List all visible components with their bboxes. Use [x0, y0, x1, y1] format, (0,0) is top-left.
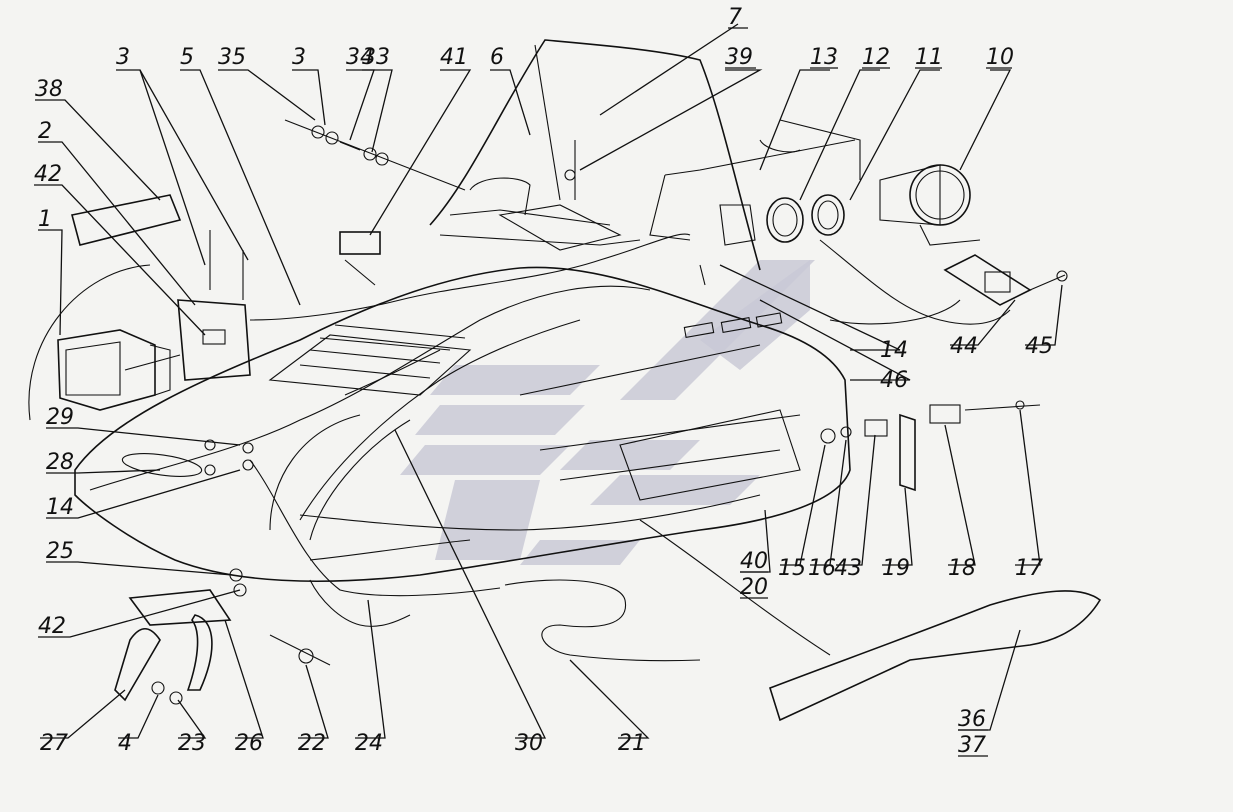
callout-19: 19 — [882, 556, 910, 581]
callout-45: 45 — [1025, 334, 1053, 359]
callout-labels: 7 39 13 12 11 10 6 41 33 34 3 35 5 3 38 … — [34, 5, 1053, 758]
switch-assembly — [943, 254, 1068, 306]
callout-5: 5 — [180, 45, 194, 70]
callout-3: 3 — [116, 45, 130, 70]
callout-6: 6 — [490, 45, 504, 70]
callout-18: 18 — [948, 556, 976, 581]
callout-7: 7 — [728, 5, 742, 30]
callout-21: 21 — [618, 731, 646, 756]
callout-41: 41 — [440, 45, 468, 70]
callout-38: 38 — [35, 77, 63, 102]
callout-29: 29 — [46, 405, 74, 430]
front-bracket — [114, 589, 232, 702]
callout-20: 20 — [740, 575, 768, 600]
fasteners — [151, 119, 1041, 705]
callout-4: 4 — [118, 731, 132, 756]
label-plate — [339, 231, 381, 286]
callout-25: 25 — [46, 539, 74, 564]
callout-23: 23 — [178, 731, 206, 756]
callout-17: 17 — [1015, 556, 1043, 581]
callout-12: 12 — [862, 45, 890, 70]
callout-28: 28 — [46, 450, 74, 475]
callout-44: 44 — [950, 334, 978, 359]
callout-46: 46 — [880, 368, 908, 393]
dash-bracket — [498, 139, 856, 251]
headlamp-assembly — [57, 299, 251, 411]
watermark-logo — [400, 260, 815, 565]
callout-14: 14 — [46, 495, 74, 520]
callout-34: 34 — [346, 45, 374, 70]
callout-1: 1 — [38, 207, 52, 232]
callout-30: 30 — [515, 731, 543, 756]
callout-24: 24 — [355, 731, 383, 756]
callout-33: 33 — [362, 45, 390, 70]
callout-13: 13 — [810, 45, 838, 70]
callout-22: 22 — [298, 731, 326, 756]
callout-43: 43 — [834, 556, 862, 581]
callout-42: 42 — [38, 614, 66, 639]
callout-10: 10 — [986, 45, 1014, 70]
gauges — [766, 164, 981, 246]
callout-26: 26 — [235, 731, 263, 756]
callout-14: 14 — [880, 338, 908, 363]
callout-3: 3 — [292, 45, 306, 70]
callout-27: 27 — [40, 731, 68, 756]
callout-40: 40 — [740, 549, 768, 574]
callout-15: 15 — [778, 556, 806, 581]
callout-11: 11 — [915, 45, 943, 70]
windshield — [429, 39, 761, 271]
tunnel-cover — [769, 590, 1102, 722]
callout-underlines — [725, 27, 1012, 757]
callout-39: 39 — [725, 45, 753, 70]
callout-2: 2 — [38, 119, 52, 144]
callout-37: 37 — [958, 733, 986, 758]
callout-42: 42 — [34, 162, 62, 187]
callout-36: 36 — [958, 707, 986, 732]
hood-body — [74, 266, 851, 583]
callout-35: 35 — [218, 45, 246, 70]
callout-16: 16 — [808, 556, 836, 581]
headlight-mask — [71, 194, 182, 246]
